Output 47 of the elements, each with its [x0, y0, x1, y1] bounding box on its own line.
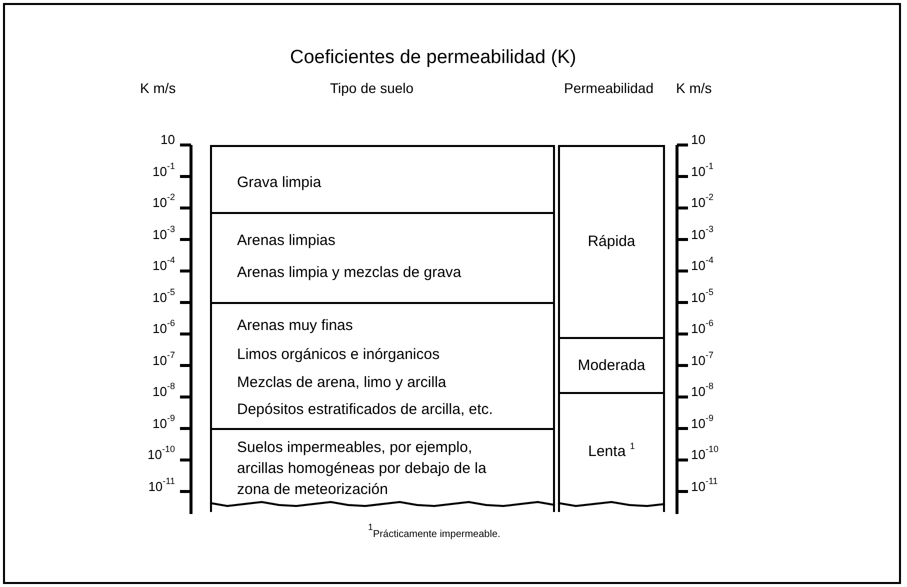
cell-text: Arenas limpias	[237, 231, 336, 250]
cell-text: Suelos impermeables, por ejemplo, arcillas homogéneas por debajo de la zona de meteorización	[237, 438, 488, 500]
table-cell	[558, 392, 665, 512]
cell-text: Lenta $^{1}$	[587, 442, 636, 461]
table-cell	[210, 212, 555, 304]
scale-value: 10$^{-4}$	[152, 259, 175, 273]
scale-value: 10$^{-11}$	[691, 480, 718, 494]
scale-value: 10$^{-9}$	[152, 416, 175, 430]
scale-value: 10$^{-2}$	[691, 196, 714, 210]
scale-value: 10$^{-6}$	[152, 322, 175, 336]
scale-value: 10$^{-8}$	[691, 385, 714, 399]
cell-text: Mezclas de arena, limo y arcilla	[237, 373, 446, 392]
scale-value: 10$^{-10}$	[148, 448, 175, 462]
scale-value: 10$^{-3}$	[152, 228, 175, 242]
scale-value: 10$^{-5}$	[152, 290, 175, 304]
cell-text: Limos orgánicos e inórganicos	[237, 345, 440, 364]
cell-text: Rápida	[586, 232, 636, 251]
scale-value: 10$^{-10}$	[691, 448, 718, 462]
table-cell	[210, 302, 555, 430]
cell-text: Moderada	[576, 356, 646, 374]
scale-value: 10$^{-9}$	[691, 416, 714, 430]
cell-text: Arenas limpia y mezclas de grava	[237, 263, 462, 282]
scale-value: 10$^{-1}$	[152, 164, 175, 178]
table-cell	[210, 145, 555, 214]
title: Coeficientes de permeabilidad (K)	[290, 47, 576, 69]
table-cell	[558, 145, 665, 339]
scale-value: 10$^{-2}$	[152, 196, 175, 210]
scale-value: 10	[691, 133, 706, 147]
column-header: K m/s	[140, 80, 176, 96]
scale-value: 10$^{-3}$	[691, 228, 714, 242]
scale-value: 10	[160, 133, 175, 147]
cell-text: Depósitos estratificados de arcilla, etc.	[237, 400, 493, 419]
column-header: Tipo de suelo	[330, 80, 414, 96]
cell-text: Grava limpia	[237, 173, 322, 192]
scale-value: 10$^{-5}$	[691, 290, 714, 304]
table-cell	[210, 428, 555, 512]
cell-text: Arenas muy finas	[237, 316, 353, 335]
scale-value: 10$^{-8}$	[152, 385, 175, 399]
scale-value: 10$^{-6}$	[691, 322, 714, 336]
column-header: Permeabilidad	[564, 80, 654, 96]
scale-value: 10$^{-4}$	[691, 259, 714, 273]
scale-value: 10$^{-7}$	[152, 354, 175, 368]
scale-value: 10$^{-7}$	[691, 354, 714, 368]
column-header: K m/s	[676, 80, 712, 96]
scale-value: 10$^{-1}$	[691, 164, 714, 178]
scale-value: 10$^{-11}$	[148, 480, 175, 494]
table-cell	[558, 337, 665, 394]
